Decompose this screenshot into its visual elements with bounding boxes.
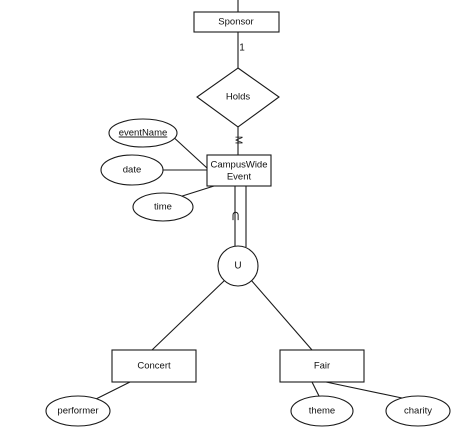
event-box bbox=[206, 154, 272, 187]
event-label-line2: Event bbox=[227, 172, 252, 183]
date-ellipse bbox=[100, 154, 164, 186]
time-label: time bbox=[154, 202, 172, 213]
specialization-union: U bbox=[217, 245, 259, 287]
charity-ellipse bbox=[385, 395, 451, 427]
entity-campuswide-event: CampusWide Event bbox=[206, 154, 272, 187]
entity-sponsor: Sponsor bbox=[193, 11, 280, 33]
time-ellipse bbox=[132, 192, 194, 222]
union-fair-line bbox=[250, 279, 313, 351]
eventname-label: eventName bbox=[119, 128, 168, 139]
cardinality-many: M bbox=[232, 136, 243, 144]
fair-theme-line bbox=[311, 381, 321, 399]
charity-label: charity bbox=[404, 406, 432, 417]
fair-label: Fair bbox=[314, 361, 330, 372]
union-label: U bbox=[234, 261, 241, 272]
attribute-charity: charity bbox=[385, 395, 451, 427]
eventname-event-line bbox=[169, 133, 208, 169]
cardinality-one: 1 bbox=[239, 43, 245, 54]
sponsor-box bbox=[193, 11, 280, 33]
union-concert-line bbox=[151, 279, 226, 351]
date-label: date bbox=[123, 165, 142, 176]
attribute-eventname: eventName bbox=[108, 118, 178, 148]
event-label-line1: CampusWide bbox=[210, 160, 267, 171]
union-circle bbox=[217, 245, 259, 287]
attribute-theme: theme bbox=[290, 395, 354, 427]
entity-fair: Fair bbox=[279, 349, 365, 383]
holds-label: Holds bbox=[226, 92, 251, 103]
concert-label: Concert bbox=[137, 361, 171, 372]
holds-diamond bbox=[196, 67, 280, 128]
fair-box bbox=[279, 349, 365, 383]
subset-symbol: ⊂ bbox=[229, 211, 244, 222]
relationship-holds: Holds bbox=[196, 67, 280, 128]
performer-ellipse bbox=[45, 395, 111, 427]
performer-label: performer bbox=[57, 406, 98, 417]
attribute-time: time bbox=[132, 192, 194, 222]
theme-label: theme bbox=[309, 406, 335, 417]
sponsor-label: Sponsor bbox=[218, 17, 253, 28]
entity-concert: Concert bbox=[111, 349, 197, 383]
theme-ellipse bbox=[290, 395, 354, 427]
fair-charity-line bbox=[325, 381, 403, 399]
eventname-ellipse bbox=[108, 118, 178, 148]
attribute-performer: performer bbox=[45, 395, 111, 427]
concert-box bbox=[111, 349, 197, 383]
attribute-date: date bbox=[100, 154, 164, 186]
